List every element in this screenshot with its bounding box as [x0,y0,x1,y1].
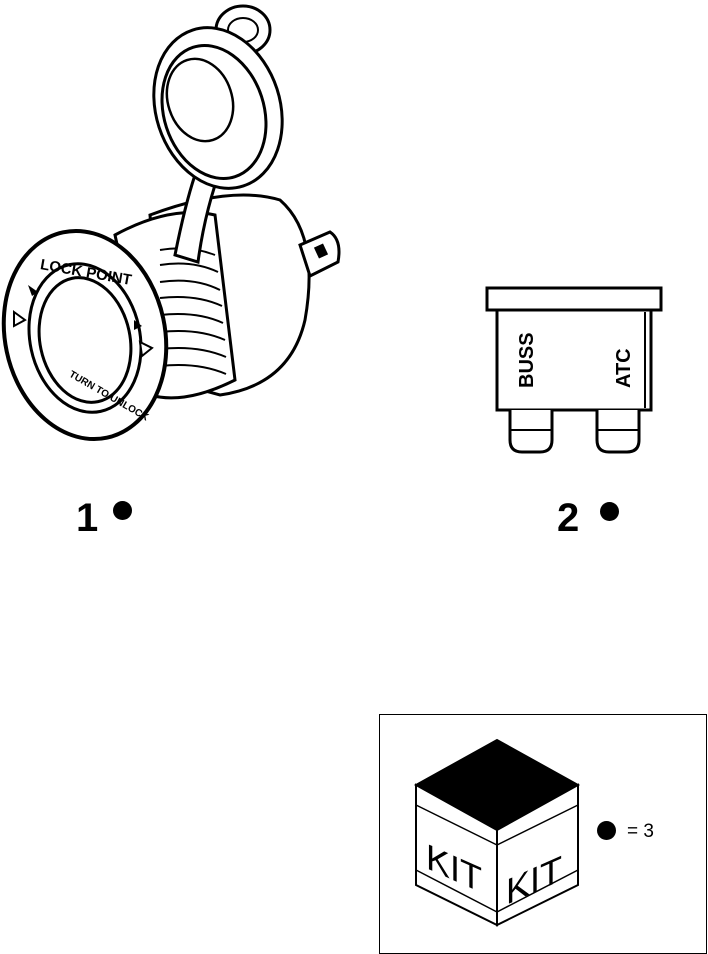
callout-dot-2 [600,502,619,521]
callout-dot-1 [113,501,132,520]
callout-item-1: 1 [76,496,99,540]
fuse-label-buss: BUSS [516,332,538,388]
kit-legend-dot [597,821,616,840]
blade-fuse-illustration: BUSS ATC [485,286,663,454]
power-socket-illustration: LOCK POINT TURN TO UNLOCK [1,4,341,442]
callout-item-2: 2 [557,496,580,540]
fuse-label-atc: ATC [613,348,635,388]
kit-legend-quantity: = 3 [627,821,654,842]
kit-cube-illustration: KIT KIT [413,738,581,927]
